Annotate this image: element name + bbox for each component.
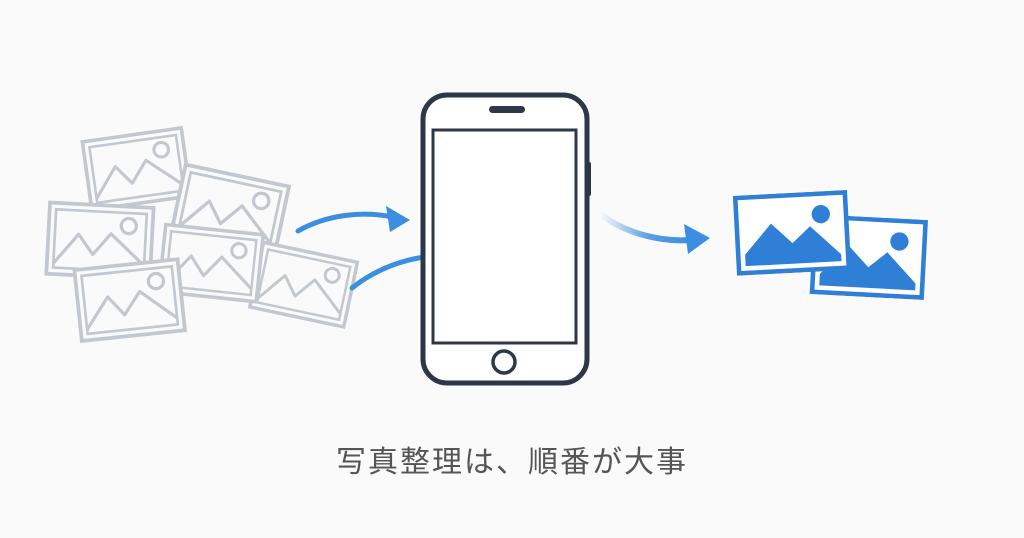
scattered-photos xyxy=(44,126,360,343)
organized-photos xyxy=(735,192,925,297)
image-icon xyxy=(72,257,187,343)
arrow-head xyxy=(684,224,710,254)
arrow-out xyxy=(597,211,710,254)
image-icon xyxy=(248,240,360,329)
image-icon xyxy=(735,192,849,273)
caption-text: 写真整理は、順番が大事 xyxy=(336,445,688,480)
smartphone-icon xyxy=(420,92,591,386)
arrow-right-icon xyxy=(597,211,693,244)
arrow-right-icon xyxy=(295,211,395,234)
arrow-head xyxy=(386,206,410,232)
image-icon xyxy=(80,126,193,212)
